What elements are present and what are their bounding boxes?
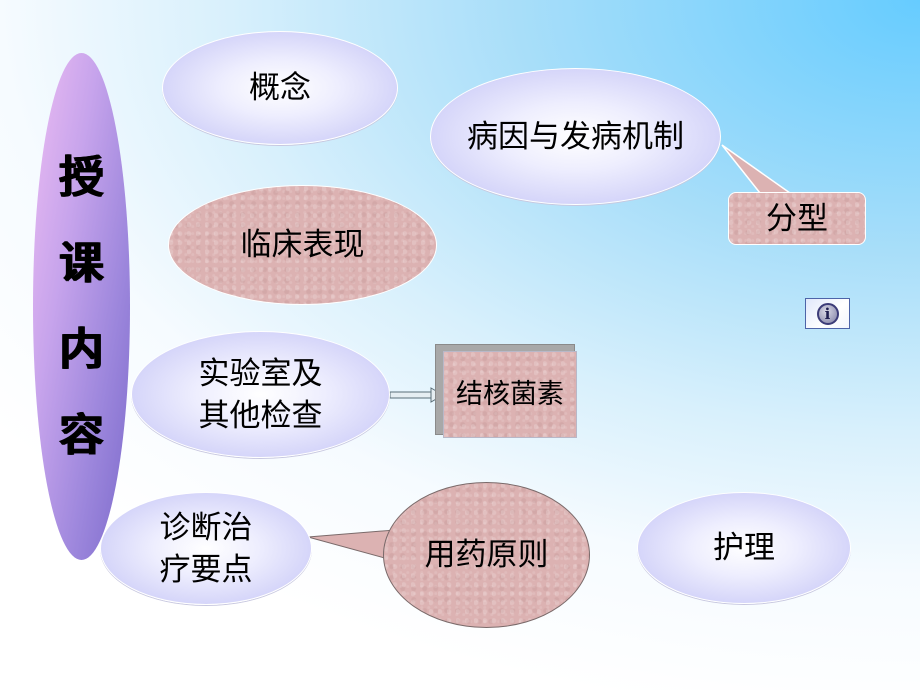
node-etiology[interactable]: 病因与发病机制	[430, 68, 721, 205]
info-glyph: i	[824, 304, 831, 323]
node-label: 概念	[249, 70, 311, 106]
node-label: 临床表现	[240, 227, 365, 263]
info-button[interactable]: i	[805, 298, 850, 329]
node-clinical[interactable]: 临床表现	[168, 185, 437, 305]
node-diagnosis-treatment[interactable]: 诊断治 疗要点	[100, 492, 312, 605]
classification-callout-tail	[721, 144, 793, 194]
node-tuberculin[interactable]: 结核菌素	[443, 351, 577, 438]
node-concept[interactable]: 概念	[162, 31, 398, 145]
node-label: 病因与发病机制	[467, 118, 684, 155]
node-label: 实验室及 其他检查	[198, 355, 323, 434]
node-lab-exam[interactable]: 实验室及 其他检查	[131, 331, 390, 458]
title-ellipse: 授 课 内 容	[33, 53, 130, 560]
node-medication[interactable]: 用药原则	[383, 482, 590, 628]
node-label: 用药原则	[424, 537, 549, 573]
title-char: 课	[59, 237, 104, 289]
node-classification[interactable]: 分型	[728, 192, 866, 245]
node-label: 分型	[766, 200, 828, 237]
title-char: 内	[59, 323, 104, 375]
medication-callout-tail	[307, 529, 396, 561]
node-label: 结核菌素	[456, 378, 564, 410]
node-label: 诊断治 疗要点	[159, 509, 253, 588]
title-char: 授	[59, 151, 104, 203]
node-label: 护理	[713, 530, 775, 566]
node-nursing[interactable]: 护理	[637, 492, 851, 604]
title-char: 容	[59, 409, 104, 461]
info-icon: i	[816, 302, 839, 325]
